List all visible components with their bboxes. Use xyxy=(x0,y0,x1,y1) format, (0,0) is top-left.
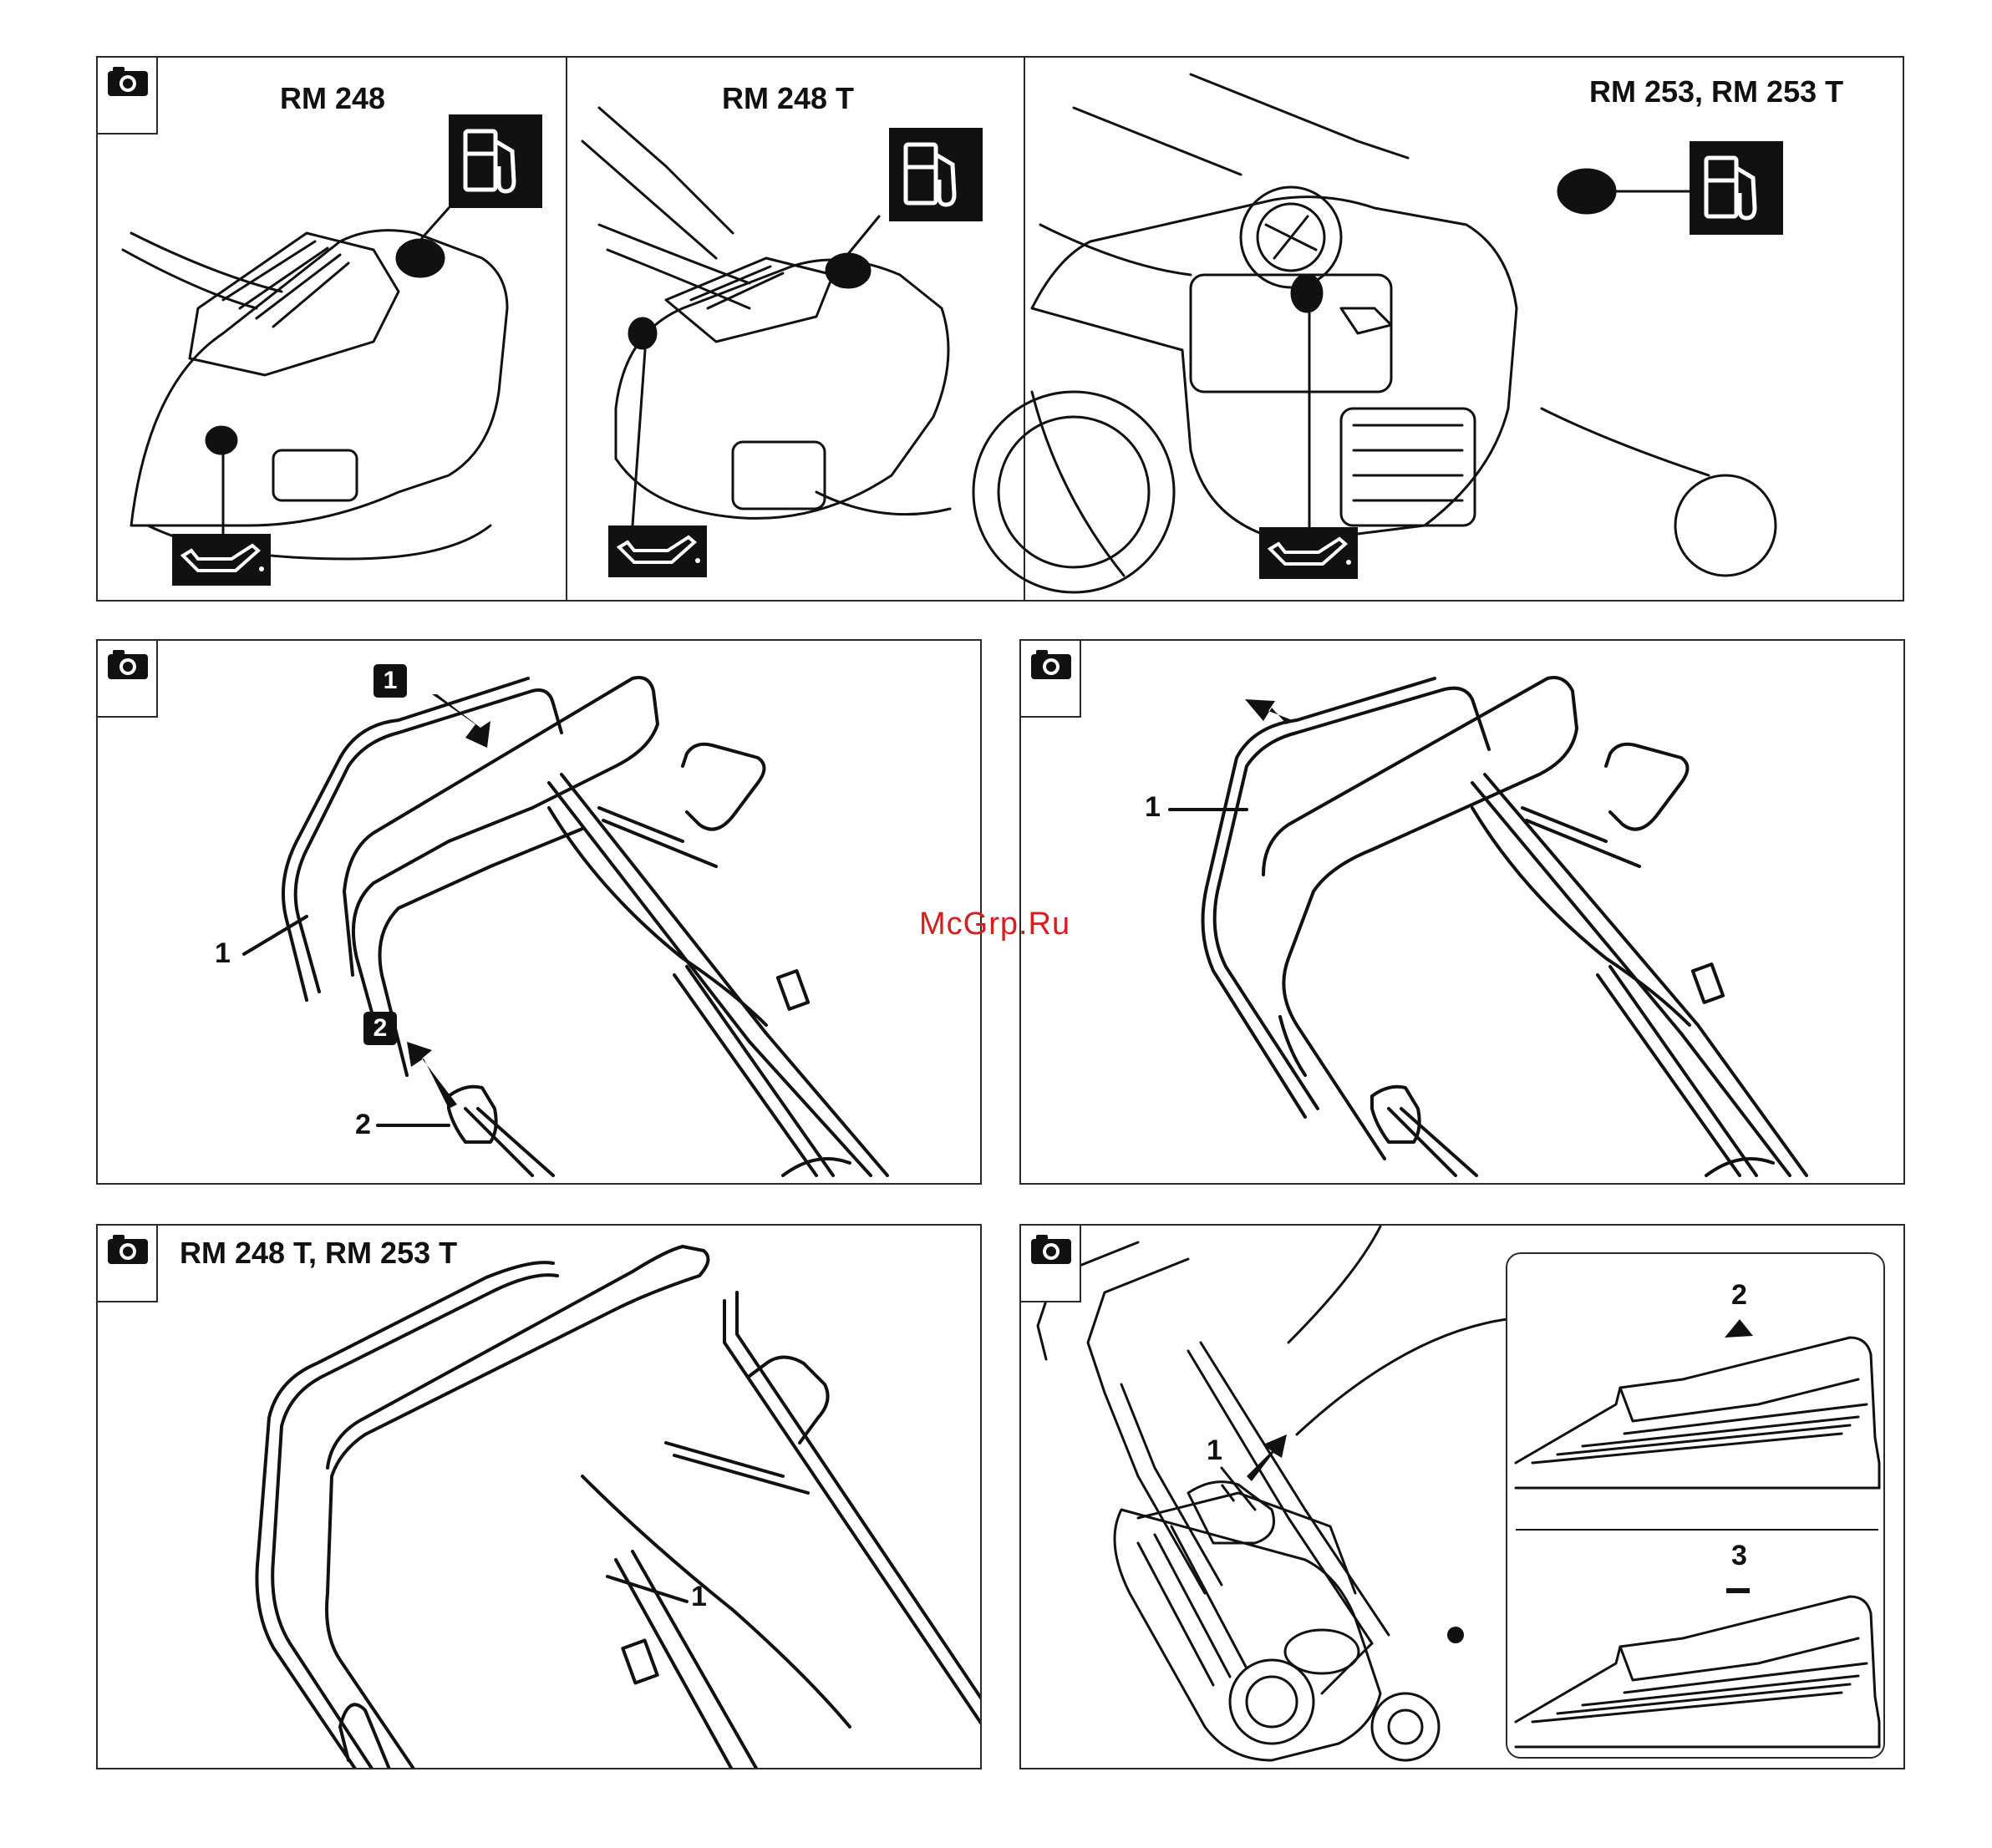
camera-box xyxy=(98,641,158,718)
callout-3: 3 xyxy=(1731,1540,1747,1572)
callout-2: 2 xyxy=(1731,1279,1747,1312)
handle-fold-illustration xyxy=(98,641,982,1185)
oil-can-icon xyxy=(608,525,707,577)
rm248t-oil-cap xyxy=(629,318,656,348)
camera-icon xyxy=(106,1232,150,1266)
camera-box xyxy=(1021,1226,1081,1302)
camera-icon xyxy=(106,64,150,98)
mower-engine xyxy=(1285,1627,1464,1673)
rm248t-fuel-cap xyxy=(826,254,870,287)
callout-1: 1 xyxy=(1145,791,1161,824)
push-arrow-2 xyxy=(407,1042,457,1109)
handle-t-title: RM 248 T, RM 253 T xyxy=(180,1236,457,1271)
indicator-inset: 2 3 xyxy=(1506,1252,1885,1759)
callout-1: 1 xyxy=(1207,1434,1222,1467)
handle-unfold-illustration xyxy=(1021,641,1905,1185)
handle-fold-panel: 1 2 1 2 xyxy=(96,639,982,1185)
oil-can-icon xyxy=(172,534,271,586)
step-1-badge: 1 xyxy=(374,664,407,698)
camera-box xyxy=(1021,641,1081,718)
fuel-pump-icon xyxy=(449,114,542,208)
pull-arrow xyxy=(1245,699,1290,724)
engine-illustrations xyxy=(98,58,1904,602)
rm253-title: RM 253, RM 253 T xyxy=(1589,74,1843,109)
handle-unfold-panel: 1 xyxy=(1019,639,1905,1185)
rm248-engine xyxy=(123,231,507,559)
rm248t-title: RM 248 T xyxy=(722,81,854,116)
rm248-oil-cap xyxy=(206,427,236,454)
callout-2: 2 xyxy=(355,1109,371,1141)
handle-t-illustration xyxy=(98,1226,982,1769)
callout-1: 1 xyxy=(691,1581,707,1613)
indicator-views xyxy=(1507,1254,1885,1759)
indicator-flat xyxy=(1726,1588,1750,1593)
engine-panel: RM 248 RM 248 T RM 253, RM 253 T xyxy=(96,56,1904,602)
step-2-badge: 2 xyxy=(363,1012,397,1045)
callout-1: 1 xyxy=(215,937,231,970)
handle-t-panel: RM 248 T, RM 253 T 1 xyxy=(96,1224,982,1769)
rm253-oil-cap xyxy=(1292,275,1322,312)
camera-icon xyxy=(1029,1232,1073,1266)
camera-icon xyxy=(106,647,150,681)
rm253-fuel-cap xyxy=(1558,170,1615,213)
fuel-pump-icon xyxy=(889,128,983,221)
camera-box xyxy=(98,58,158,135)
oil-can-icon xyxy=(1259,527,1358,579)
rm248-fuel-cap xyxy=(397,240,444,277)
rm253-engine xyxy=(973,74,1776,592)
watermark: McGrp.Ru xyxy=(919,906,1070,942)
fuel-pump-icon xyxy=(1690,141,1783,235)
camera-icon xyxy=(1029,647,1073,681)
camera-box xyxy=(98,1226,158,1302)
indicator-raised xyxy=(1725,1319,1753,1338)
grassbox-panel: 1 2 3 xyxy=(1019,1224,1905,1769)
rm248-title: RM 248 xyxy=(280,81,385,116)
